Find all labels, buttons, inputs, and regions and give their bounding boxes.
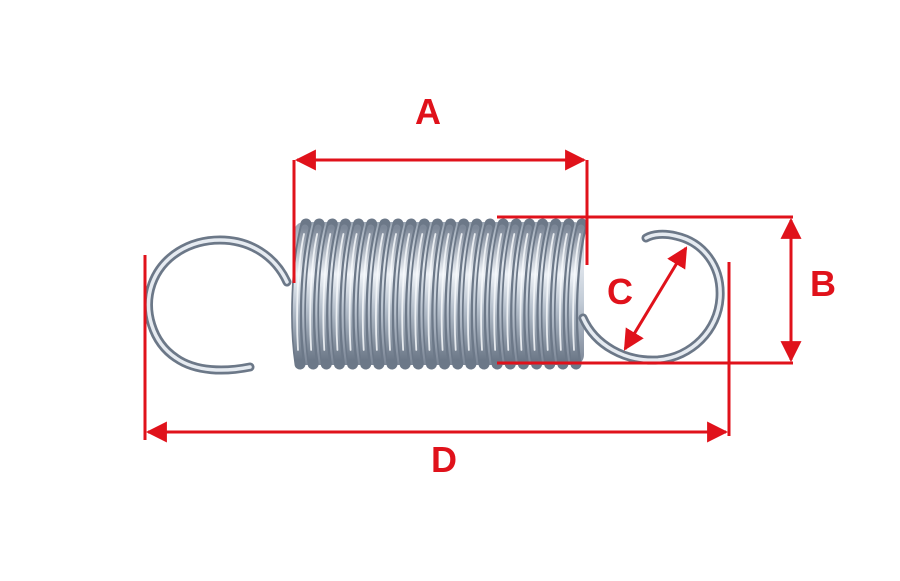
- coil-turn-specular: [401, 233, 411, 351]
- coil-turns: [291, 218, 588, 370]
- coil-turn-specular: [493, 233, 503, 351]
- coil-turn-specular: [453, 233, 463, 351]
- coil-turn-specular: [532, 233, 542, 351]
- label-a: A: [415, 91, 441, 132]
- coil-turn-specular: [572, 233, 581, 351]
- coil-turn-specular: [519, 233, 529, 351]
- label-c: C: [607, 271, 633, 312]
- coil-turn-specular: [348, 233, 358, 351]
- coil-turn-specular: [296, 233, 305, 351]
- coil-turn-specular: [506, 233, 516, 351]
- label-d: D: [431, 439, 457, 480]
- coil-turn-specular: [309, 233, 319, 351]
- coil-turn-specular: [361, 233, 371, 351]
- coil-turn-specular: [375, 233, 384, 351]
- dimension-lines: [143, 149, 802, 443]
- dimension-c-arrow: [623, 246, 688, 351]
- coil-turn-specular: [322, 233, 332, 351]
- coil-turn-specular: [414, 233, 424, 351]
- coil-turn-specular: [427, 233, 437, 351]
- label-b: B: [810, 263, 836, 304]
- coil-turn-specular: [335, 233, 345, 351]
- coil-turn-specular: [559, 233, 568, 351]
- coil-turn-specular: [388, 233, 397, 351]
- coil-turn-specular: [467, 233, 476, 351]
- coil-turn-specular: [545, 233, 555, 351]
- spring: [144, 218, 725, 375]
- coil-turn-specular: [440, 233, 450, 351]
- coil-turn-specular: [480, 233, 489, 351]
